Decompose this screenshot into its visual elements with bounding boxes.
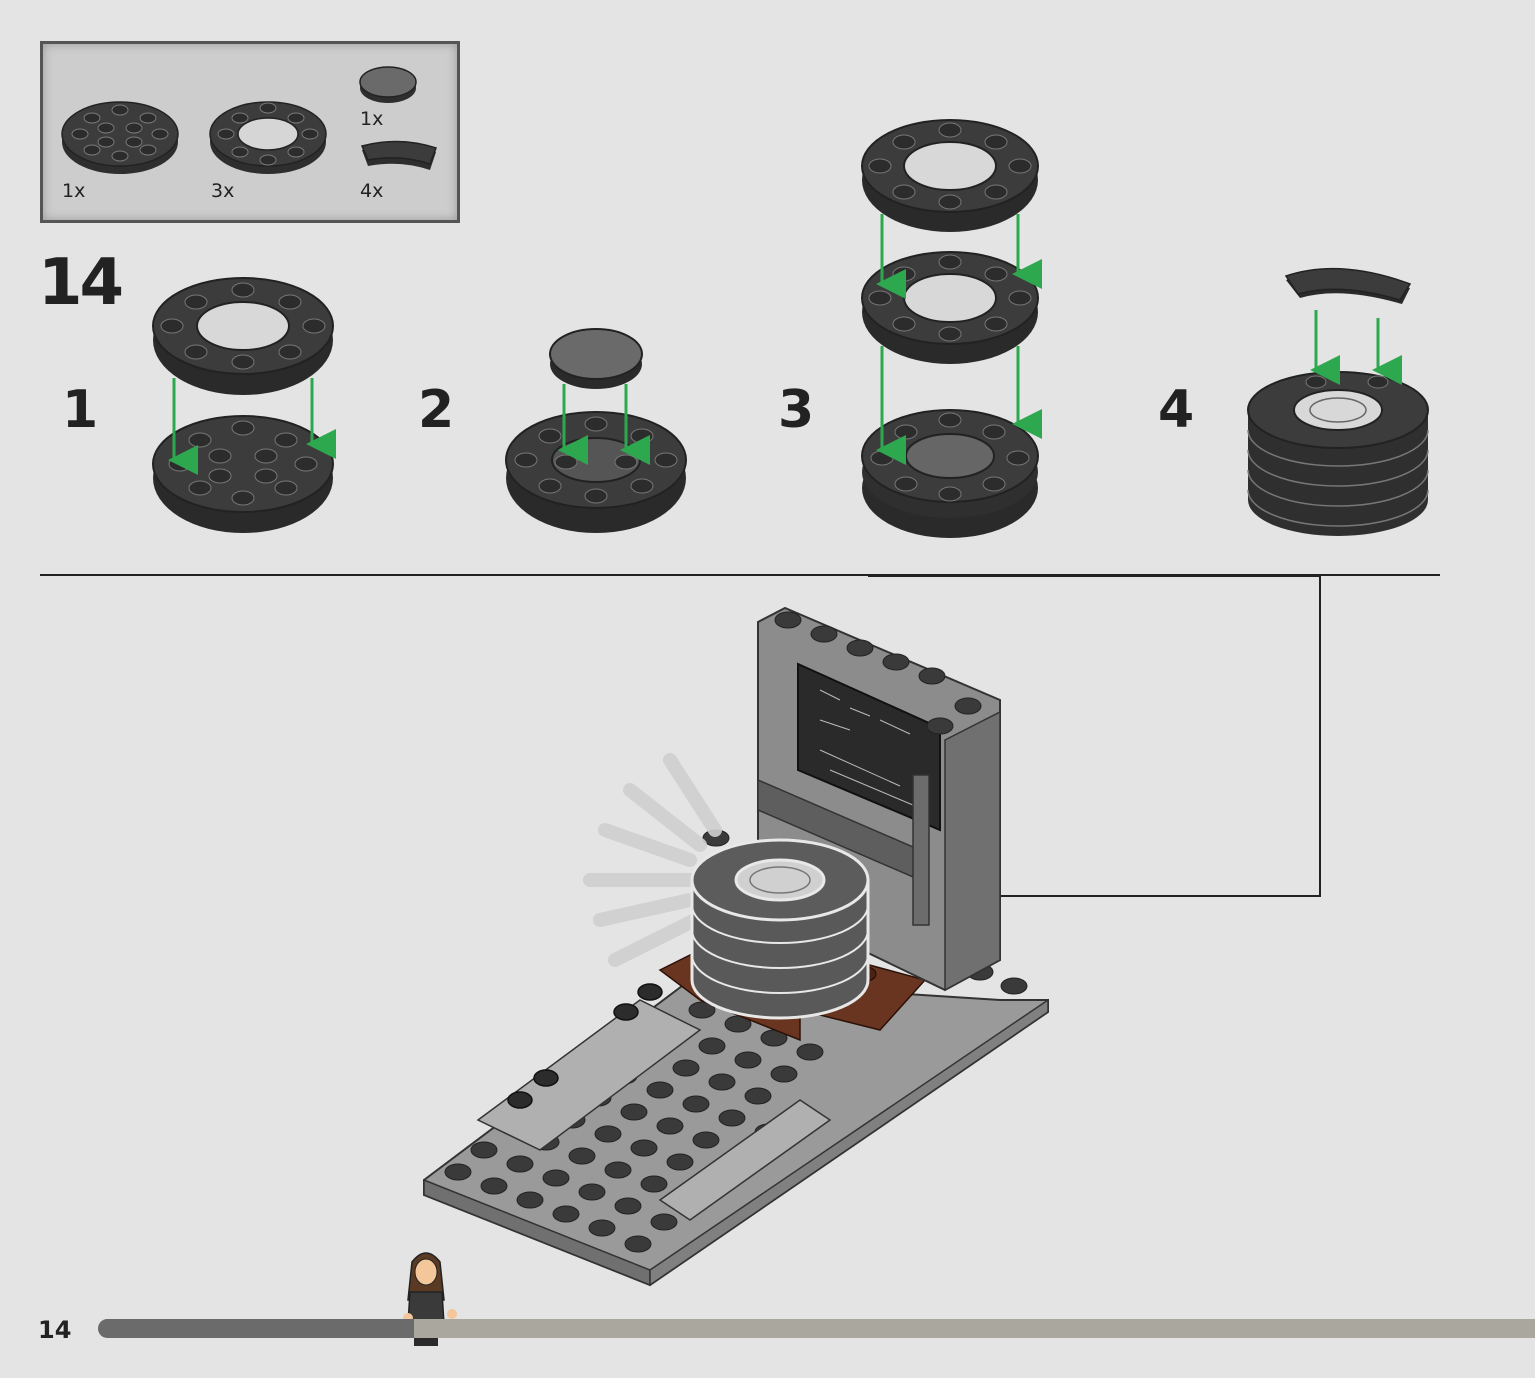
part-qty-label: 1x <box>62 180 86 202</box>
main-model-illustration <box>403 575 1321 1346</box>
part-curved-tile-icon <box>360 140 437 170</box>
substep-3-illustration <box>861 119 1042 538</box>
substep-1-illustration <box>152 277 336 533</box>
substep-4-illustration <box>1247 267 1429 536</box>
part-qty-label: 4x <box>360 180 384 202</box>
substep-number: 4 <box>1158 380 1195 440</box>
part-round-plate-studs-icon <box>61 101 179 174</box>
substep-2-illustration <box>505 328 687 533</box>
substep-number: 3 <box>778 380 815 440</box>
part-qty-label: 3x <box>211 180 235 202</box>
step-number: 14 <box>38 246 124 320</box>
progress-bar-track <box>98 1319 1535 1338</box>
page-number: 14 <box>38 1316 72 1344</box>
substep-number: 2 <box>418 380 455 440</box>
progress-bar-fill <box>98 1319 415 1338</box>
section-divider <box>40 574 1440 576</box>
part-round-plate-hole-icon <box>209 101 327 174</box>
substep-number: 1 <box>62 380 99 440</box>
part-round-tile-icon <box>359 66 417 103</box>
part-qty-label: 1x <box>360 108 384 130</box>
